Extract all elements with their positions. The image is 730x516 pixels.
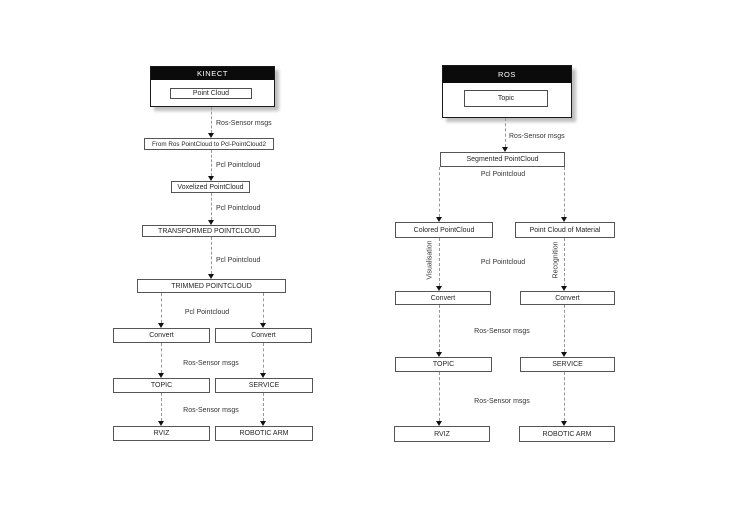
arrow-down-icon [208,274,214,279]
connector-line [211,193,212,220]
edge-label-ros-sensor-msgs: Ros-Sensor msgs [474,328,530,335]
ros-header: ROS [443,66,571,83]
edge-label-pcl-pointcloud: Pcl Pointcloud [216,257,261,264]
connector-line [263,293,264,323]
kinect-node-convert-left: Convert [113,328,210,343]
ros-node-robotic-arm: ROBOTIC ARM [519,426,615,442]
edge-label-recognition: Recognition [552,241,560,279]
edge-label-visualisation: Visualisation [426,240,434,280]
connector-line [161,293,162,323]
edge-label-ros-sensor-msgs: Ros-Sensor msgs [474,398,530,405]
edge-label-pcl-pointcloud: Pcl Pointcloud [216,162,261,169]
kinect-node-service: SERVICE [215,378,313,393]
connector-line [211,150,212,176]
connector-line [211,107,212,133]
arrow-down-icon [158,421,164,426]
arrow-down-icon [208,176,214,181]
ros-node-rviz: RVIZ [394,426,490,442]
connector-line [564,238,565,286]
connector-line [564,305,565,352]
arrow-down-icon [436,352,442,357]
ros-node-topic: TOPIC [395,357,492,372]
kinect-node-robotic-arm: ROBOTIC ARM [215,426,313,441]
connector-line [211,237,212,274]
kinect-node-rviz: RVIZ [113,426,210,441]
connector-line [564,167,565,217]
arrow-down-icon [436,421,442,426]
kinect-node-voxelized-pointcloud: Voxelized PointCloud [171,181,250,193]
arrow-down-icon [561,352,567,357]
ros-node-service: SERVICE [520,357,615,372]
edge-label-pcl-pointcloud: Pcl Pointcloud [480,171,526,178]
kinect-node-transformed-pointcloud: TRANSFORMED POINTCLOUD [142,225,276,237]
kinect-source-box: KINECT Point Cloud [150,66,275,107]
connector-line [263,343,264,373]
arrow-down-icon [158,373,164,378]
arrow-down-icon [436,217,442,222]
edge-label-ros-sensor-msgs: Ros-Sensor msgs [216,120,272,127]
kinect-header: KINECT [151,67,274,80]
arrow-down-icon [260,373,266,378]
connector-line [161,393,162,421]
ros-node-point-cloud-of-material: Point Cloud of Material [515,222,615,238]
arrow-down-icon [436,286,442,291]
arrow-down-icon [561,421,567,426]
arrow-down-icon [208,220,214,225]
ros-node-colored-pointcloud: Colored PointCloud [395,222,493,238]
arrow-down-icon [260,323,266,328]
kinect-point-cloud-port: Point Cloud [170,88,252,99]
connector-line [505,118,506,147]
connector-line [564,372,565,421]
arrow-down-icon [158,323,164,328]
ros-topic-port: Topic [464,90,548,107]
connector-line [439,305,440,352]
connector-line [161,343,162,373]
arrow-down-icon [260,421,266,426]
kinect-node-from-ros-to-pcl: From Ros PointCloud to Pcl-PointCloud2 [144,138,274,150]
ros-node-segmented-pointcloud: Segmented PointCloud [440,152,565,167]
kinect-node-topic: TOPIC [113,378,210,393]
edge-label-ros-sensor-msgs: Ros-Sensor msgs [509,133,565,140]
ros-node-convert-left: Convert [395,291,491,305]
edge-label-ros-sensor-msgs: Ros-Sensor msgs [183,407,239,414]
arrow-down-icon [502,147,508,152]
connector-line [263,393,264,421]
kinect-node-trimmed-pointcloud: TRIMMED POINTCLOUD [137,279,286,293]
edge-label-pcl-pointcloud: Pcl Pointcloud [184,309,230,316]
edge-label-pcl-pointcloud: Pcl Pointcloud [216,205,261,212]
arrow-down-icon [208,133,214,138]
edge-label-pcl-pointcloud: Pcl Pointcloud [480,259,526,266]
kinect-node-convert-right: Convert [215,328,312,343]
ros-source-box: ROS Topic [442,65,572,118]
connector-line [439,372,440,421]
ros-node-convert-right: Convert [520,291,615,305]
arrow-down-icon [561,217,567,222]
edge-label-ros-sensor-msgs: Ros-Sensor msgs [183,360,239,367]
connector-line [439,238,440,286]
connector-line [439,167,440,217]
arrow-down-icon [561,286,567,291]
